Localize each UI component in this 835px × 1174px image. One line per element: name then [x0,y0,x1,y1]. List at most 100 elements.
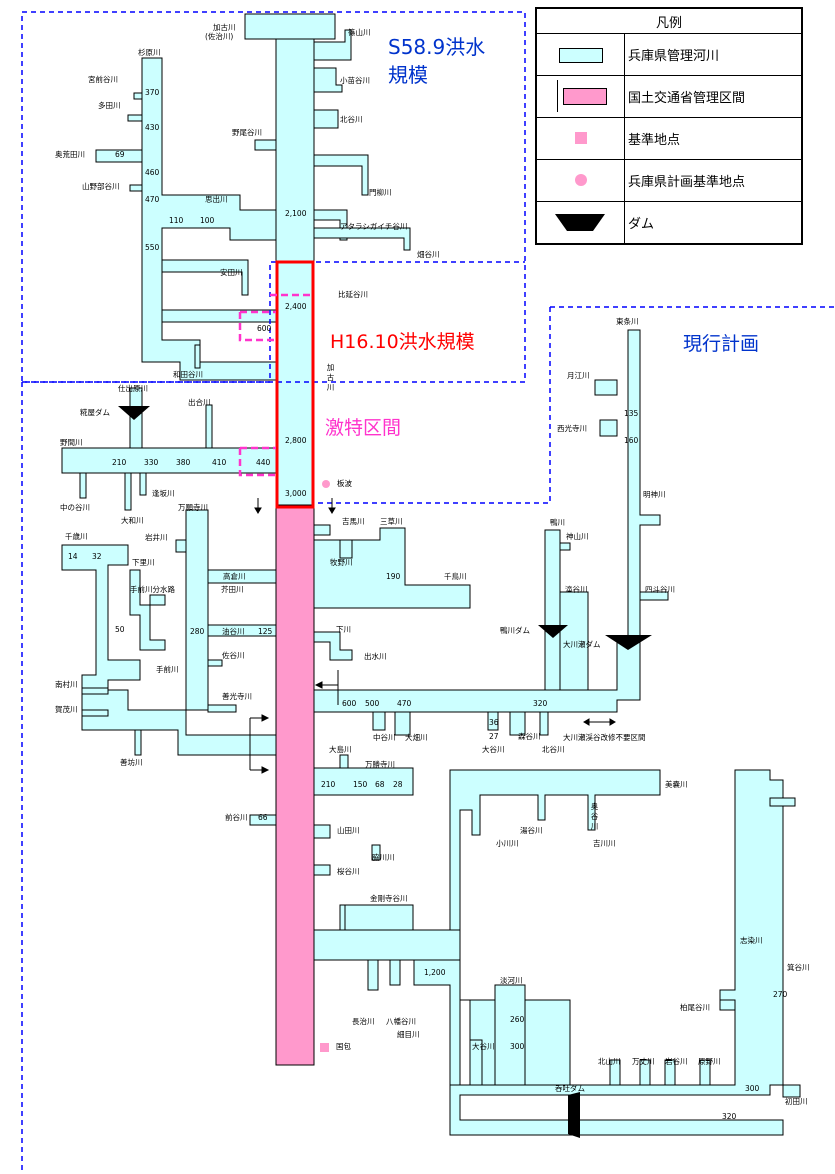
river-label: 月江川 [567,371,590,380]
main-river-name: 加古川 [213,23,236,32]
river-label: 細目川 [397,1030,420,1039]
river-label: 千鳥川 [444,572,467,581]
river-label: 270 [773,990,788,999]
river-label: 50 [115,625,125,634]
makino-river [339,539,353,559]
itahara-point-icon [322,480,330,488]
shimosato-river [129,569,166,651]
river-label: 万丈川 [632,1057,655,1066]
river-label: 135 [624,409,639,418]
river-icon [535,33,625,76]
river-label: 野尾谷川 [232,128,262,137]
river-label: 糀屋ダム [80,408,110,417]
kitayama [609,1059,621,1086]
river-label: 山野部谷川 [82,182,120,191]
river-label: 大島川 [329,745,352,754]
river-label: 滝谷川 [565,585,588,594]
river-label: 北山川 [598,1057,621,1066]
river-label: 大川瀬渓谷改修不要区間 [563,733,646,742]
river-label: 500 [365,699,380,708]
ougo-river [494,984,526,1091]
yasuda-river [161,259,249,296]
river-label: 安田川 [220,268,243,277]
main-river-vertical: 加古川 [326,363,335,392]
hatadani-river [313,227,411,251]
flow-2100: 2,100 [285,209,307,218]
river-label: 岩井川 [145,533,168,542]
river-label: 奥荒田川 [55,150,85,159]
tadagawa [127,114,143,122]
river-label: 鴨川ダム [500,626,530,635]
river-label: 125 [258,627,273,636]
river-label: 長治川 [352,1017,375,1026]
kamo [81,709,109,717]
main-river-upper [275,13,315,506]
main-river-sub: (佐治川) [205,32,234,41]
river-label: 南村川 [55,680,78,689]
legend-item-reference: 基準地点 [624,117,803,160]
river-label: 湯谷川 [520,826,543,835]
river-label: 210 [321,780,336,789]
monryu-river [313,154,369,196]
river-label: 志染川 [740,936,763,945]
dam-icon [535,201,625,245]
genko-frame [21,261,835,1170]
takidani [559,591,589,691]
river-label: 68 [375,780,385,789]
river-label: 明神川 [643,490,666,499]
river-label: 牧野川 [330,558,353,567]
river-label: 山田川 [337,826,360,835]
river-label: 440 [256,458,271,467]
river-label: 370 [145,88,160,97]
river-label: 初田川 [785,1097,808,1106]
river-label: 箕谷川 [787,963,810,972]
donto-dam-icon [568,1092,580,1138]
river-label: 杉原川 [138,48,161,57]
river-network [61,13,801,1136]
river-label: 多田川 [98,101,121,110]
river-label: 油谷川 [222,627,245,636]
river-label: 28 [393,780,403,789]
river-label: 出水川 [364,652,387,661]
kunikane-label: 国包 [336,1042,351,1051]
river-label: 中の谷川 [60,503,90,512]
river-label: 出合川 [188,398,211,407]
kunikane-point-icon [320,1043,329,1052]
river-label: 万勝寺川 [365,760,395,769]
yamanobe [129,184,143,192]
river-label: 260 [510,1015,525,1024]
flow-3000: 3,000 [285,489,307,498]
tsukie [594,379,618,396]
river-label: 比延谷川 [338,290,368,299]
sakuradani [313,864,331,876]
saikoji [599,419,618,437]
river-label: 小川川 [496,839,519,848]
river-label: 篠山川 [348,28,371,37]
deai-river [205,404,213,449]
ootani [487,711,499,731]
yamato-river [124,472,132,511]
legend-item-dam: ダム [624,201,803,245]
oshima-trib [339,754,349,769]
river-label: 手前川分水路 [130,585,175,594]
river-label: 吉川川 [593,839,616,848]
river-label: 北谷川 [340,115,363,124]
river-label: 110 [169,216,184,225]
flow-arrows [249,498,616,774]
legend: 凡例 兵庫県管理河川 国土交通省管理区間 基準地点 兵庫県計画基準地点 ダム [535,7,803,245]
nakatani [372,711,386,731]
river-label: 下里川 [132,558,155,567]
reference-circle-icon [535,159,625,202]
river-label: 逢坂川 [152,489,175,498]
miyamaedani [133,92,143,100]
river-label: 岩谷川 [665,1057,688,1066]
temae-bunsuiro [149,594,166,606]
nakanotani [79,472,87,499]
river-label: 前谷川 [225,813,248,822]
river-label: 470 [397,699,412,708]
river-label: 和田谷川 [173,370,203,379]
river-label: 下川 [336,625,351,634]
river-label: 門柳川 [369,188,392,197]
hachimandani [389,959,401,986]
